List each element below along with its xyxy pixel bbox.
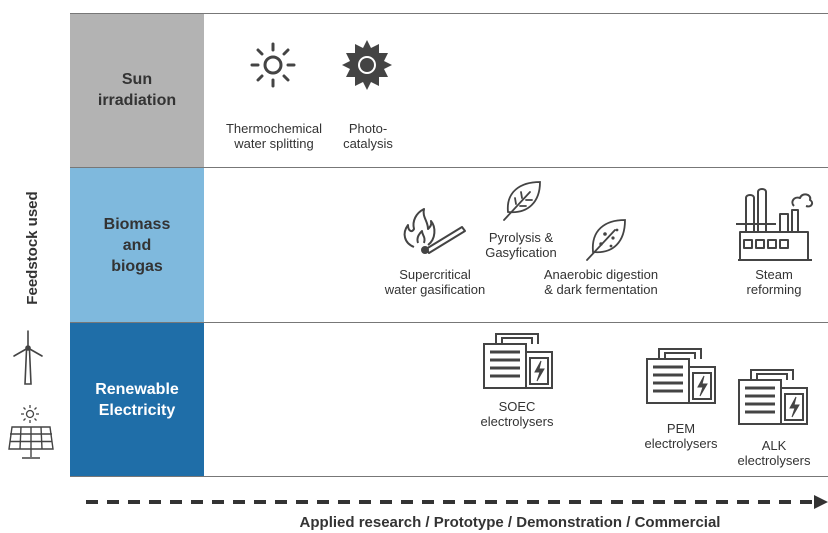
- y-axis-label: Feedstock used: [24, 191, 41, 305]
- alk-electrolyser-icon: [738, 369, 808, 425]
- factory-icon: [736, 188, 814, 261]
- row-renewable-electricity: Renewable Electricity: [70, 323, 204, 476]
- sun-outline-icon: [250, 42, 296, 88]
- x-axis-arrow: [86, 495, 828, 509]
- tech-alk: ALK electrolysers: [737, 438, 811, 468]
- tech-steam: Steam reforming: [746, 267, 802, 297]
- row-divider-2: [70, 322, 828, 323]
- wind-turbine-icon: [13, 330, 43, 385]
- leaf-spotted-icon: [586, 219, 626, 261]
- row-label-biomass: Biomass and biogas: [103, 215, 171, 275]
- solar-panel-icon: [8, 426, 54, 459]
- row-label-electricity: Renewable Electricity: [95, 380, 179, 419]
- tech-pem: PEM electrolysers: [644, 421, 718, 451]
- small-sun-icon: [21, 405, 39, 423]
- tech-pyrolysis: Pyrolysis & Gasyfication: [485, 230, 557, 260]
- tech-anaerobic: Anaerobic digestion & dark fermentation: [543, 267, 659, 297]
- x-axis-label: Applied research / Prototype / Demonstra…: [299, 514, 721, 531]
- row-biomass-biogas: Biomass and biogas: [70, 168, 204, 322]
- tech-photocatalysis: Photo- catalysis: [343, 121, 393, 151]
- row-sun-irradiation: Sun irradiation: [70, 13, 204, 167]
- tech-supercritical: Supercritical water gasification: [384, 267, 486, 297]
- leaf-icon: [503, 181, 541, 221]
- match-flame-icon: [403, 208, 466, 254]
- sun-filled-icon: [342, 40, 392, 90]
- row-divider-top: [70, 13, 828, 14]
- pem-electrolyser-icon: [646, 348, 716, 404]
- soec-electrolyser-icon: [483, 333, 553, 389]
- row-divider-bottom: [70, 476, 828, 477]
- tech-thermochemical: Thermochemical water splitting: [225, 121, 323, 151]
- row-label-sun: Sun irradiation: [97, 71, 177, 109]
- row-divider-1: [70, 167, 828, 168]
- tech-soec: SOEC electrolysers: [480, 399, 554, 429]
